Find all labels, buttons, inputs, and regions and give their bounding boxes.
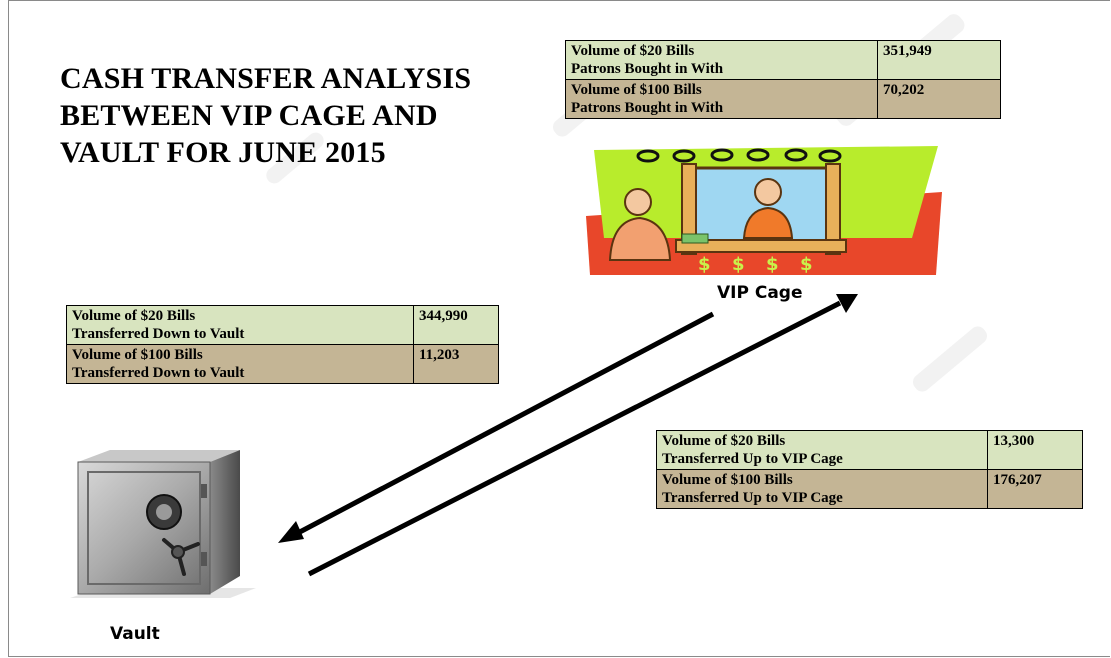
title-line: CASH TRANSFER ANALYSIS	[60, 62, 472, 95]
row-value: 70,202	[877, 79, 1001, 119]
svg-text:$: $	[800, 254, 813, 275]
title-line: BETWEEN VIP CAGE AND	[60, 99, 438, 132]
svg-text:$: $	[732, 254, 745, 275]
row-value: 351,949	[877, 40, 1001, 80]
safe-top	[78, 450, 240, 462]
row-value: 13,300	[987, 430, 1083, 470]
patron-body	[608, 216, 672, 261]
patron-head	[624, 188, 652, 216]
window-frame-right	[825, 163, 841, 255]
safe-door	[87, 471, 201, 585]
window-frame-left	[681, 163, 697, 255]
hinge-top	[201, 484, 207, 498]
svg-text:$: $	[766, 254, 779, 275]
dial-center	[156, 504, 172, 520]
vip-cage-label: VIP Cage	[717, 283, 803, 303]
cash-note	[681, 233, 709, 244]
safe-side	[210, 450, 240, 594]
cashier-window-icon: $ $ $ $	[586, 146, 942, 275]
page-title: CASH TRANSFER ANALYSIS BETWEEN VIP CAGE …	[60, 60, 471, 171]
row-value: 11,203	[413, 344, 499, 384]
cashier-body	[742, 206, 794, 239]
handle-hub	[171, 545, 185, 559]
svg-text:$: $	[698, 254, 711, 275]
safe-vault-icon	[70, 450, 256, 598]
vault-label: Vault	[110, 624, 160, 644]
arrow-down-to-vault	[278, 311, 715, 543]
safe-front	[77, 461, 211, 595]
row-value: 344,990	[413, 305, 499, 345]
awning-lights	[636, 148, 842, 163]
row-value: 176,207	[987, 469, 1083, 509]
title-line: VAULT FOR JUNE 2015	[60, 136, 386, 169]
hinge-bottom	[201, 552, 207, 566]
cashier-head	[754, 178, 782, 206]
counter-shelf	[675, 239, 847, 253]
arrow-up-to-vip-cage	[307, 294, 858, 577]
dollar-signs: $ $ $ $	[698, 254, 813, 275]
